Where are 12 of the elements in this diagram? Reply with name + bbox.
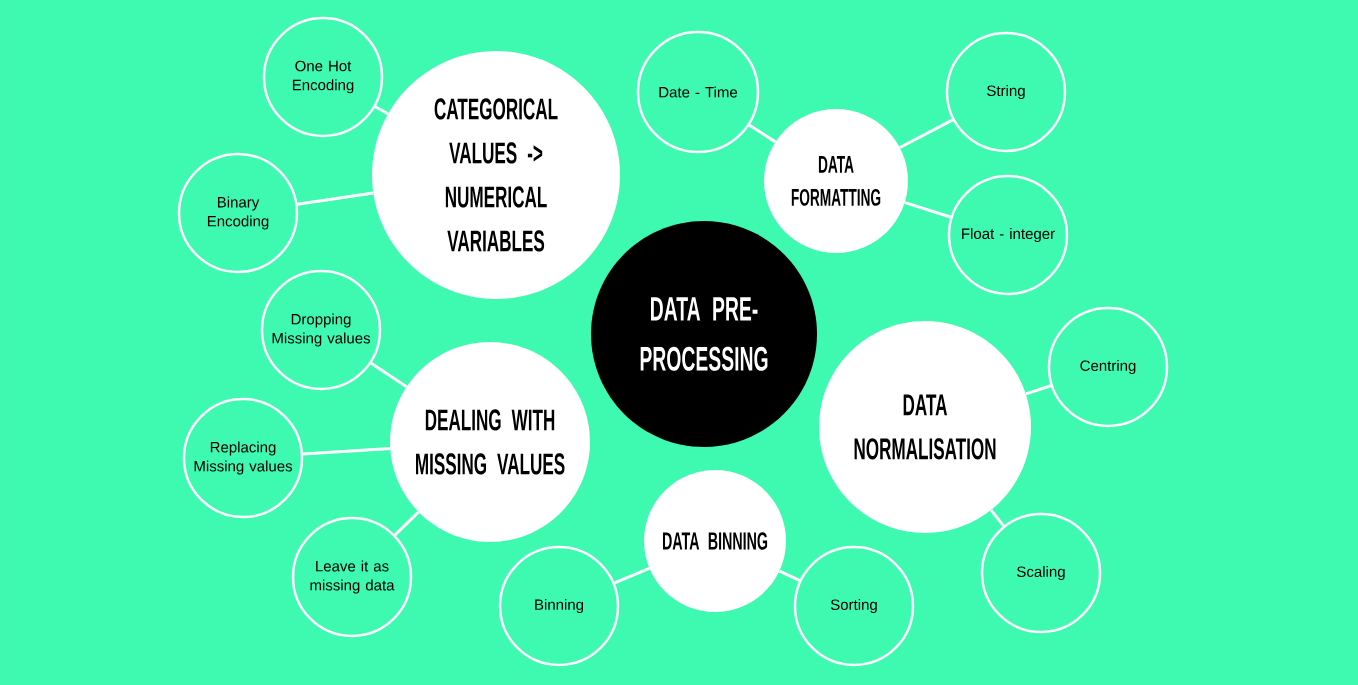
connector-line [899, 118, 954, 149]
connector-line [303, 446, 391, 456]
connector-line [297, 191, 374, 206]
connector-line [374, 105, 389, 116]
connector-line [614, 567, 650, 585]
connector-line [394, 511, 420, 536]
connector-line [989, 509, 1005, 527]
connector-line [748, 123, 777, 144]
connector-line [778, 569, 801, 582]
connector-line [904, 201, 951, 219]
connector-line [1025, 384, 1052, 396]
connector-line [370, 362, 408, 388]
